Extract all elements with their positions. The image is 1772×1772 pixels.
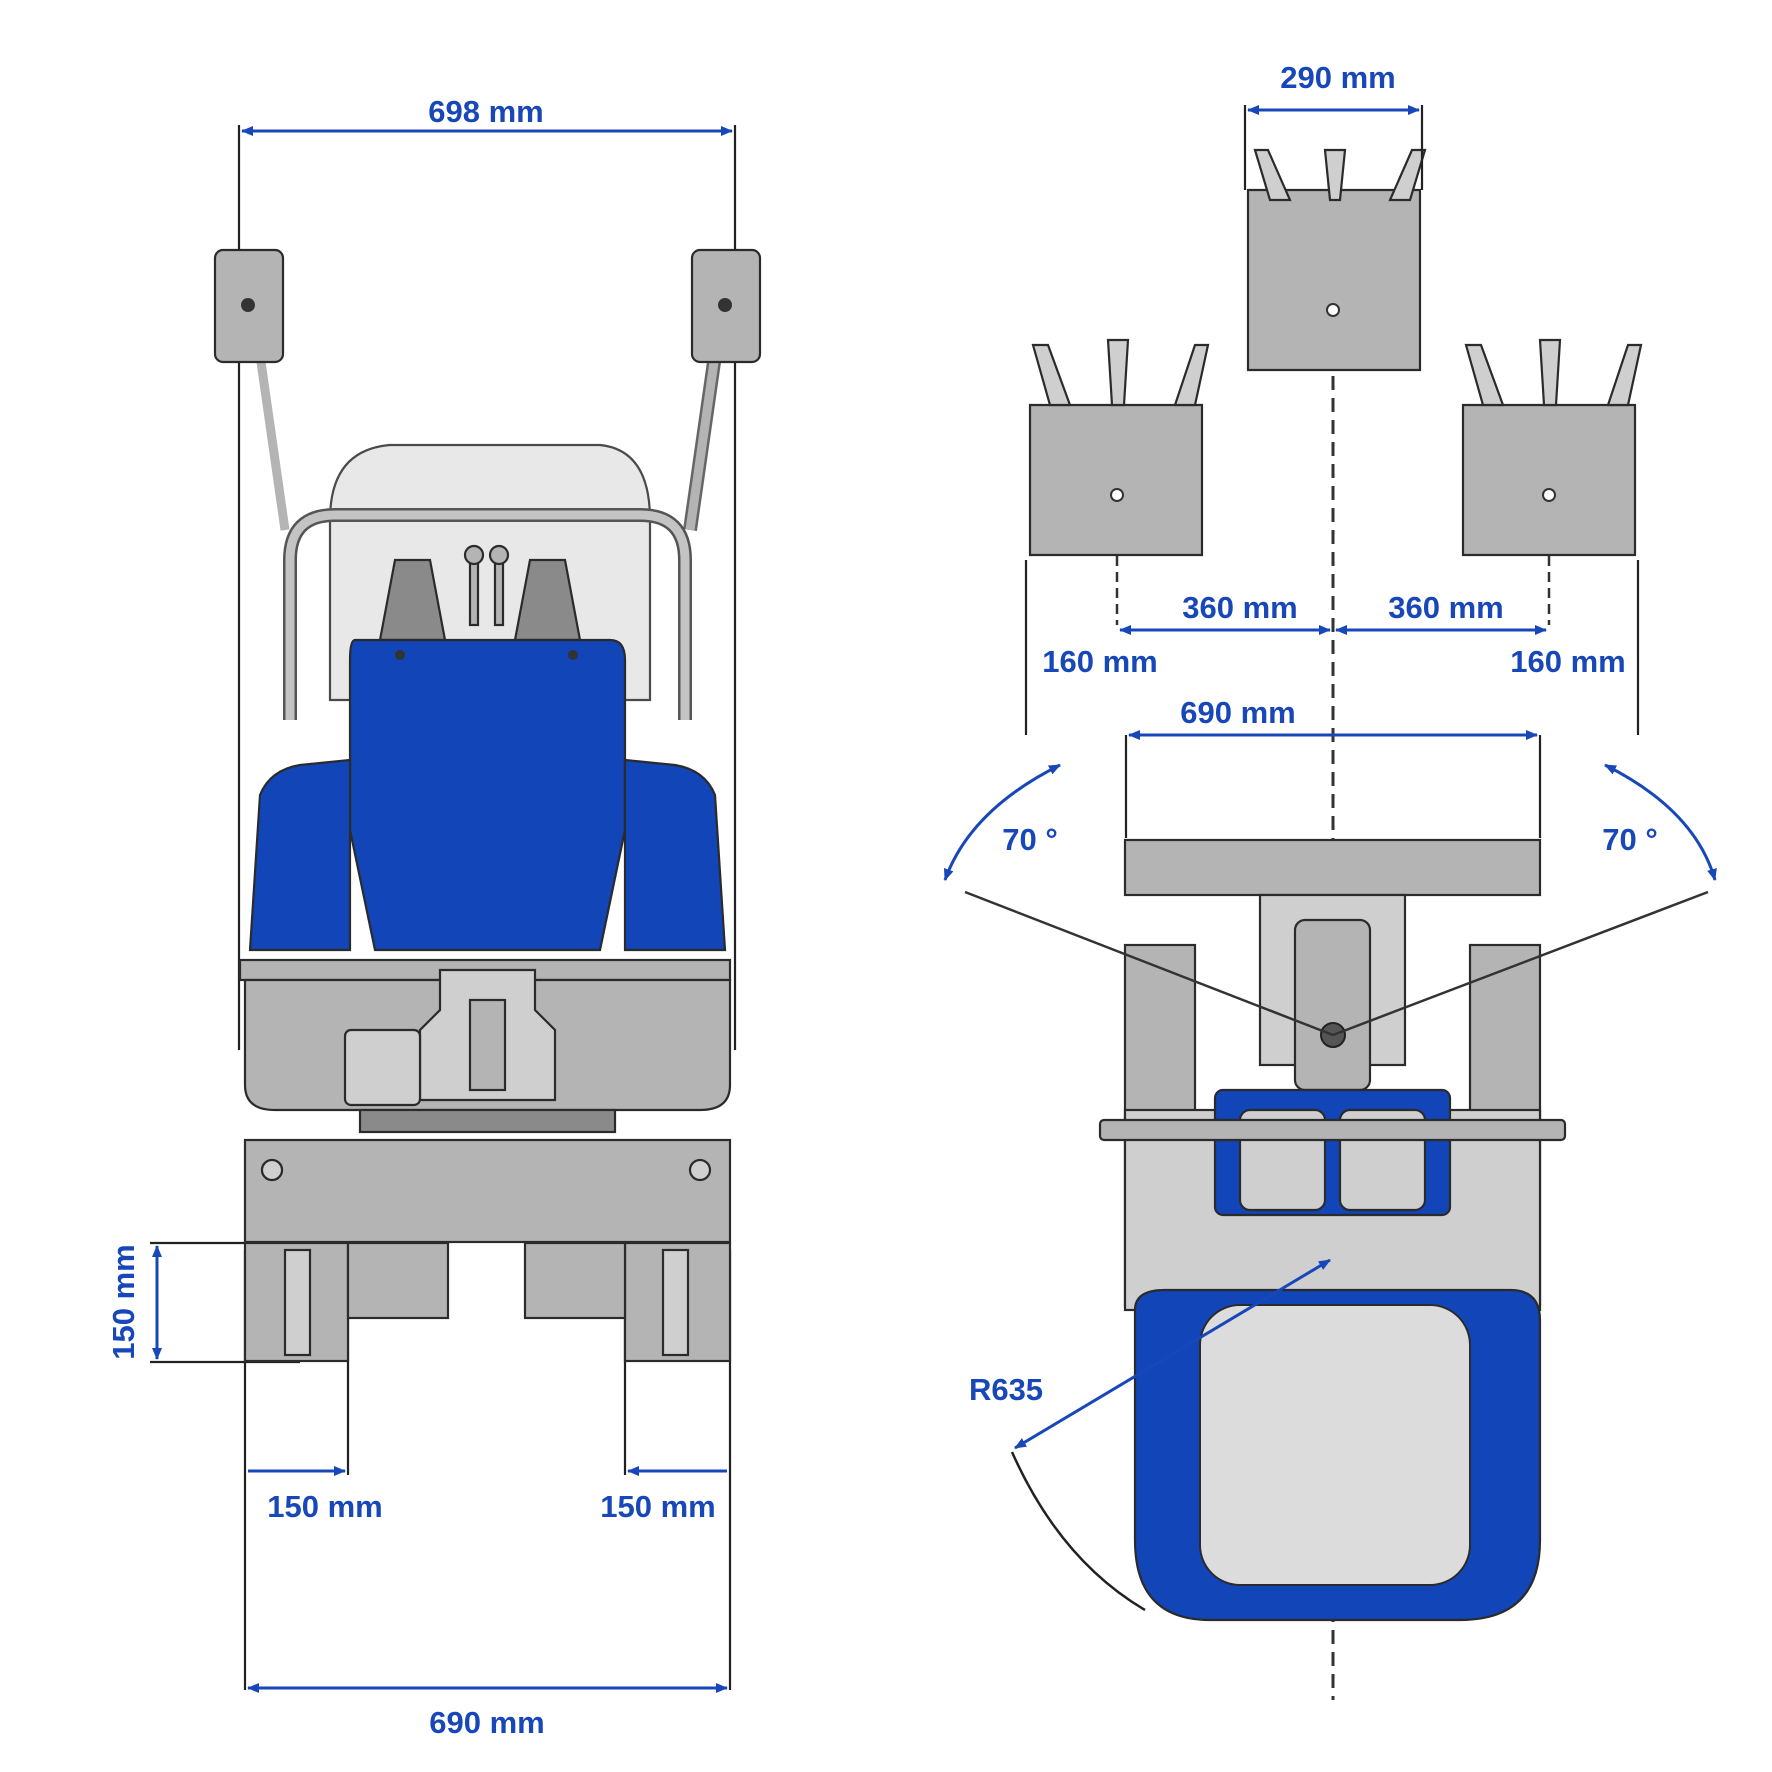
right-offset-label: 360 mm xyxy=(1388,590,1503,625)
left-track-label: 150 mm xyxy=(267,1489,382,1524)
right-edge-label: 160 mm xyxy=(1510,644,1625,679)
left-edge-label: 160 mm xyxy=(1042,644,1157,679)
bucket-center xyxy=(1243,105,1427,372)
tail-radius-label: R635 xyxy=(969,1372,1043,1407)
right-swing-label: 70 ° xyxy=(1602,822,1658,857)
overall-width-label: 698 mm xyxy=(428,94,543,129)
bucket-right xyxy=(1461,338,1643,735)
right-mirror xyxy=(683,248,762,531)
blade-width-label: 690 mm xyxy=(1180,695,1295,730)
ground-clearance-label: 150 mm xyxy=(106,1244,141,1359)
bucket-width-label: 290 mm xyxy=(1280,60,1395,95)
top-view: 290 mm 360 mm 360 mm 160 mm 160 mm 690 m… xyxy=(943,60,1717,1700)
right-track-label: 150 mm xyxy=(600,1489,715,1524)
left-offset-label: 360 mm xyxy=(1182,590,1297,625)
front-view: 698 mm 150 mm 150 mm 690 mm 150 mm xyxy=(106,94,762,1740)
track-width-label: 690 mm xyxy=(429,1705,544,1740)
left-mirror xyxy=(213,248,290,531)
bucket-left xyxy=(1024,338,1210,735)
left-swing-label: 70 ° xyxy=(1002,822,1058,857)
